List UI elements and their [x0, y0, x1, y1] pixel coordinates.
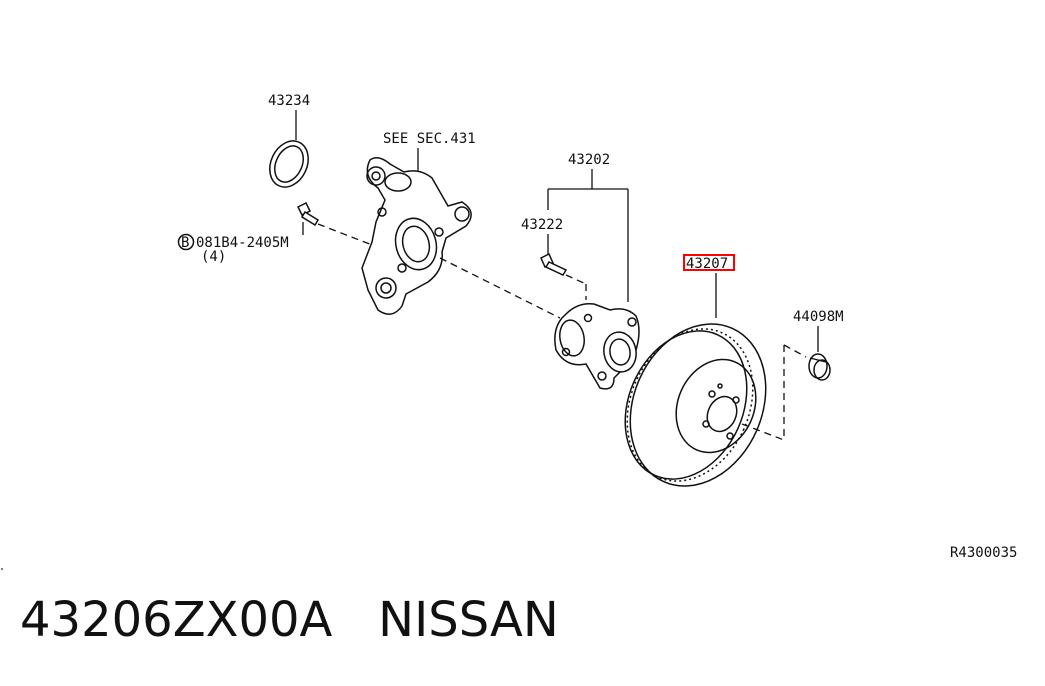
part-number: 43206ZX00A: [20, 592, 333, 648]
bolt-081b4: B 081B4-2405M (4): [177, 201, 320, 265]
label-see-sec: SEE SEC.431: [383, 131, 476, 147]
brand-name: NISSAN: [378, 592, 559, 648]
label-43222: 43222: [521, 217, 563, 233]
knuckle: SEE SEC.431: [361, 131, 476, 315]
bolt-circle-letter: B: [181, 235, 189, 251]
knuckle-dash-line: [439, 257, 561, 319]
label-43207: 43207: [686, 256, 728, 272]
disc-rotor-43207: 43207: [624, 254, 767, 487]
label-bolt-qty: (4): [201, 249, 226, 265]
plug-dash-top: [783, 344, 807, 358]
reference-code: R4300035: [950, 545, 1017, 561]
hub-bolt-43222: [540, 252, 568, 276]
label-43234: 43234: [268, 93, 310, 109]
label-bolt: 081B4-2405M: [196, 235, 289, 251]
label-43202: 43202: [568, 152, 610, 168]
hub-bolt-dash-1: [565, 274, 587, 285]
label-43207-highlight: [683, 254, 735, 271]
hub-assembly-43202: 43202 43222: [521, 152, 640, 390]
rotor-dash-line: [741, 423, 785, 441]
label-44098m: 44098M: [793, 309, 844, 325]
part-title: 43206ZX00A NISSAN: [20, 596, 559, 644]
seal-43234: 43234: [268, 93, 310, 188]
plug-44098m: 44098M: [793, 309, 844, 381]
